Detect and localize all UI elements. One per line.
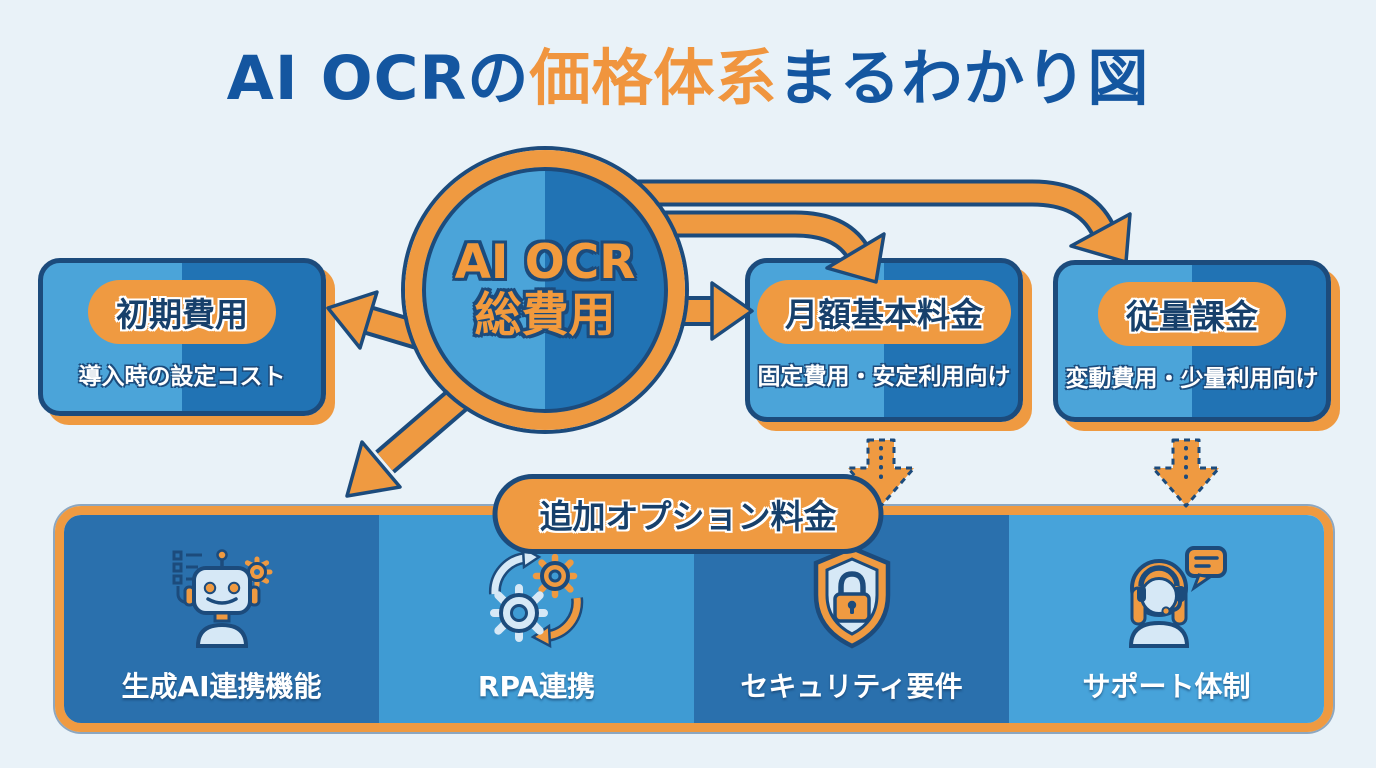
initial-cost-box: 初期費用 導入時の設定コスト [38,258,326,416]
total-cost-line2: 総費用 [474,288,616,343]
security-shield-icon [790,541,914,657]
title-prefix: AI OCRの [226,43,530,114]
option-security-label: セキュリティ要件 [740,670,963,703]
rpa-gears-icon [475,541,599,657]
total-cost-circle: AI OCR 総費用 [405,150,685,430]
total-cost-line1: AI OCR [454,235,636,291]
dotted-arrow-metered-to-options [1151,438,1221,508]
support-agent-icon [1105,541,1229,657]
metered-billing-label: 従量課金 [1098,282,1286,346]
arrowhead-metered [1069,212,1132,264]
robot-ai-icon [160,541,284,657]
dotted-arrow-monthly-to-options [846,438,916,508]
option-rpa-label: RPA連携 [477,670,596,703]
arrowhead-monthly-top [825,232,886,284]
arrow-total-to-metered [555,179,1116,237]
arrowhead-monthly-side [710,281,754,341]
metered-billing-desc: 変動費用・少量利用向け [1065,366,1319,392]
option-gen-ai-label: 生成AI連携機能 [121,670,322,703]
arrow-total-to-monthly [555,210,869,259]
arrowhead-initial [326,290,379,350]
options-title-pill: 追加オプション料金 [492,474,884,554]
page-title: AI OCRの価格体系まるわかり図 [0,28,1376,117]
arrowhead-options [345,440,402,498]
option-gen-ai: 生成AI連携機能 [64,515,379,723]
title-highlight: 価格体系 [529,43,778,114]
option-support-label: サポート体制 [1082,670,1251,703]
metered-billing-box: 従量課金 変動費用・少量利用向け [1053,260,1331,422]
monthly-fee-desc: 固定費用・安定利用向け [757,364,1011,390]
initial-cost-desc: 導入時の設定コスト [78,364,286,390]
monthly-fee-box: 月額基本料金 固定費用・安定利用向け [745,258,1023,422]
title-suffix: まるわかり図 [777,43,1150,114]
option-support: サポート体制 [1009,515,1324,723]
initial-cost-label: 初期費用 [88,280,276,344]
monthly-fee-label: 月額基本料金 [757,280,1011,344]
